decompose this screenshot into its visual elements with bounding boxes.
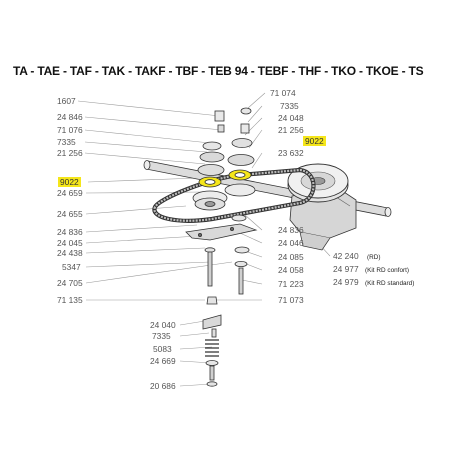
ref-note: (Kit RD standard) [365,280,415,287]
page-title: TA - TAE - TAF - TAK - TAKF - TBF - TEB … [13,64,424,78]
part-label: 24 836 [57,227,83,237]
part-label: 23 632 [278,148,304,158]
ref-label: 24 977 [333,264,359,274]
tension-plate [185,214,258,241]
part-label: 24 045 [57,238,83,248]
part-label: 7335 [57,137,76,147]
v-belt [152,167,316,223]
part-label: 24 659 [57,188,83,198]
part-label: 1607 [57,96,76,106]
part-label: 24 046 [278,238,304,248]
right-idler-stack [224,107,256,197]
part-label: 5083 [153,344,172,354]
part-label: 24 048 [278,113,304,123]
part-label-highlighted: 9022 [58,177,81,187]
part-label: 24 836 [278,225,304,235]
part-label: 24 705 [57,278,83,288]
gearbox-pulley [287,163,349,203]
ref-note: (Kit RD confort) [365,267,410,274]
part-label: 24 085 [278,252,304,262]
ref-note: (RD) [367,254,381,261]
part-label: 24 846 [57,112,83,122]
part-label: 71 073 [278,295,304,305]
part-label: 21 256 [57,148,83,158]
part-label: 71 223 [278,279,304,289]
part-label: 24 040 [150,320,176,330]
lower-hardware [202,246,250,387]
part-label: 71 135 [57,295,83,305]
part-label: 24 438 [57,248,83,258]
part-label: 7335 [152,331,171,341]
part-label: 24 058 [278,265,304,275]
part-label: 24 655 [57,209,83,219]
part-label: 71 076 [57,125,83,135]
ref-label: 24 979 [333,277,359,287]
part-label: 24 669 [150,356,176,366]
part-label: 20 686 [150,381,176,391]
part-label: 21 256 [278,125,304,135]
part-label-highlighted: 9022 [303,136,326,146]
part-label: 7335 [280,101,299,111]
part-label: 5347 [62,262,81,272]
ref-label: 42 240 [333,251,359,261]
left-idler-stack [192,110,228,211]
part-label: 71 074 [270,88,296,98]
